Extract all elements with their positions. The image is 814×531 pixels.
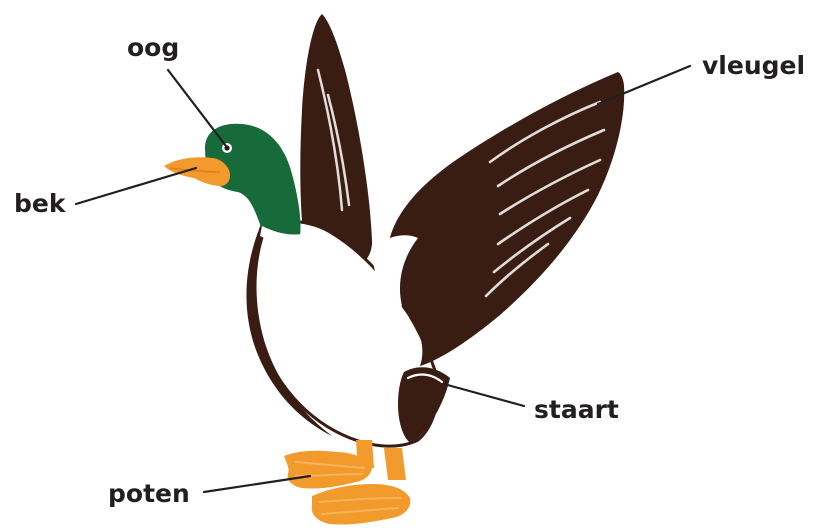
leader-line-eye — [168, 70, 226, 146]
label-tail: staart — [534, 395, 619, 424]
label-beak: bek — [14, 189, 67, 218]
label-feet: poten — [108, 479, 190, 508]
label-eye: oog — [127, 33, 179, 62]
label-wing: vleugel — [702, 51, 805, 80]
duck-illustration — [164, 14, 624, 525]
foot-right — [312, 484, 411, 525]
leg-right — [384, 448, 406, 480]
leader-line-tail — [444, 384, 524, 406]
right-wing — [387, 72, 624, 366]
leader-line-beak — [76, 168, 196, 204]
foot-left — [284, 451, 372, 489]
